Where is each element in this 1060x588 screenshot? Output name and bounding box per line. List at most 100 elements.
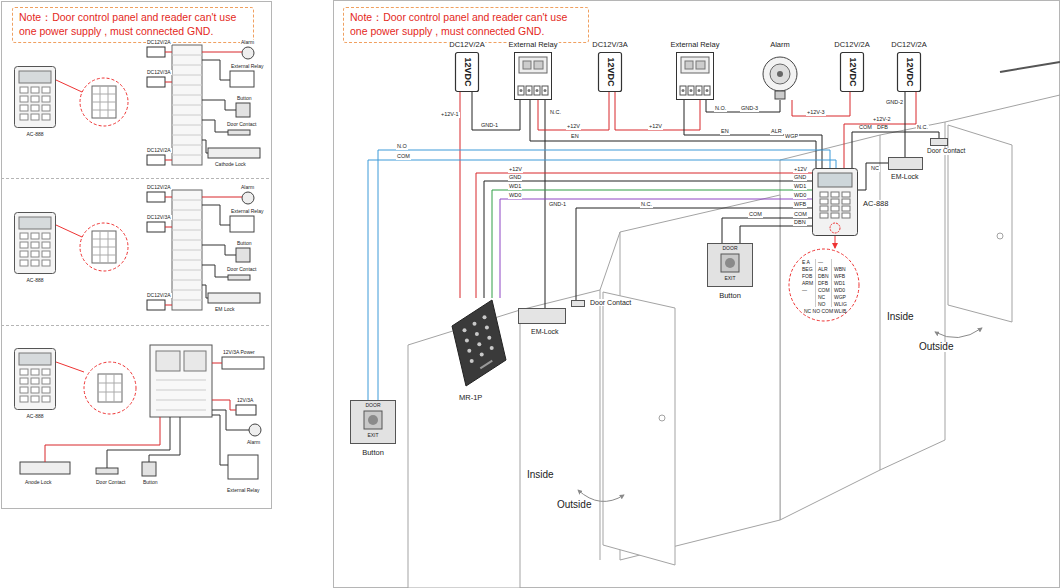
wiring-sketch (184, 351, 206, 371)
card-reader-shape (473, 322, 477, 326)
power-supply: DC12V/2A12VDC (455, 52, 479, 92)
access-control-panel-shape (842, 192, 850, 197)
access-control-panel-shape (842, 213, 850, 218)
wire-label: NC (870, 166, 880, 172)
card-reader-shape (470, 359, 474, 363)
card-reader-shape (480, 352, 484, 356)
wire-label: +12V-2 (872, 117, 892, 123)
wiring-sketch (84, 362, 136, 414)
wire-label: COM (858, 125, 873, 131)
keypad-device-shape (42, 233, 50, 239)
wiring-sketch (150, 345, 212, 417)
wire-label: External Relay (230, 64, 265, 69)
node-label: — (802, 288, 807, 293)
area-label: Outside (556, 500, 592, 510)
alarm-siren-shape (775, 91, 785, 99)
access-control-panel-shape (820, 192, 828, 197)
door-scene (408, 62, 1060, 588)
wire (472, 92, 520, 130)
keypad-device-shape (20, 114, 28, 120)
panel-frame (334, 1, 1060, 588)
wiring-sketch (202, 60, 236, 153)
wire-label: ALR (770, 129, 783, 135)
keypad-device: AC-888 (14, 348, 56, 410)
wire-label: WD0 (508, 193, 522, 199)
area-label: Outside (918, 342, 954, 352)
card-reader-shape (487, 336, 491, 340)
card-reader-shape (475, 332, 479, 336)
keypad-device-shape (42, 387, 50, 393)
keypad-device-shape (20, 233, 28, 239)
node-label: AC-888 (27, 278, 44, 283)
card-reader-shape (483, 315, 487, 319)
wiring-sketch (96, 468, 118, 474)
keypad-device-shape (42, 260, 50, 266)
wire-label: GND-2 (885, 100, 904, 106)
relay-module-shape (690, 89, 693, 92)
node-label: FOB (802, 274, 812, 279)
access-control-panel-shape (820, 199, 828, 204)
door-scene (659, 415, 665, 421)
wire-label: Alarm (240, 185, 255, 190)
em-lock: EM-Lock (518, 308, 566, 324)
wire-label: N.C. (640, 202, 653, 208)
relay-module-shape (542, 86, 548, 95)
wire (835, 236, 836, 248)
relay-module-shape (536, 89, 539, 92)
door-contact: Door Contact (571, 300, 585, 307)
wire-label: WGP (784, 134, 799, 140)
card-reader-shape (467, 349, 471, 353)
wiring-sketch (202, 52, 242, 53)
relay-module-shape (534, 86, 540, 95)
door-scene (1000, 62, 1060, 72)
wire-label: Button (236, 241, 252, 246)
door-contact-shape (931, 139, 948, 146)
relay-module-shape (698, 89, 701, 92)
node-label: ARM (802, 281, 813, 286)
node-label: NC NO COM (804, 309, 833, 314)
keypad-device-shape (31, 114, 39, 120)
keypad-device-shape (31, 233, 39, 239)
power-supply-shape (599, 53, 622, 92)
keypad-device-shape (31, 105, 39, 111)
card-reader-shape (477, 342, 481, 346)
node-label: 12VDC (905, 57, 914, 86)
wire-label: WD1 (508, 184, 522, 190)
wiring-sketch (80, 78, 128, 126)
door-scene (935, 328, 982, 338)
keypad-device-shape (31, 242, 39, 248)
wire (378, 150, 830, 400)
em-lock: EM-Lock (888, 157, 923, 170)
wire (706, 100, 780, 112)
wire-label: +12V (793, 167, 808, 173)
relay-module-shape (528, 89, 531, 92)
wiring-sketch (222, 357, 264, 369)
wire (460, 92, 461, 298)
exit-button: DOOREXITButton (350, 400, 396, 444)
door-contact-shape (930, 138, 948, 146)
exit-button-shape (725, 258, 735, 268)
wire (500, 199, 812, 298)
wire-label: +12V (648, 124, 663, 130)
node-label: Alarm (769, 41, 791, 49)
keypad-device-shape (42, 251, 50, 257)
exit-button-shape (368, 415, 378, 425)
wire-label: N.C. (549, 110, 562, 116)
wire-label: COM (748, 212, 763, 218)
keypad-device-shape (14, 212, 56, 274)
wiring-sketch (156, 351, 180, 371)
wire-label: DC12V/3A (146, 70, 172, 75)
keypad-device-shape (31, 378, 39, 384)
wiring-sketch (172, 45, 202, 165)
node-label: 12VDC (606, 57, 615, 86)
keypad-device-shape (31, 396, 39, 402)
node-label: ALR (818, 267, 828, 272)
node-label: DBN (818, 274, 829, 279)
door-contact: Door Contact (930, 138, 948, 146)
wire-label: Button (142, 480, 158, 485)
keypad-device-shape (20, 251, 28, 257)
access-control-panel-shape (842, 206, 850, 211)
node-label: — (818, 260, 823, 265)
wire-label: DBN (793, 220, 807, 226)
